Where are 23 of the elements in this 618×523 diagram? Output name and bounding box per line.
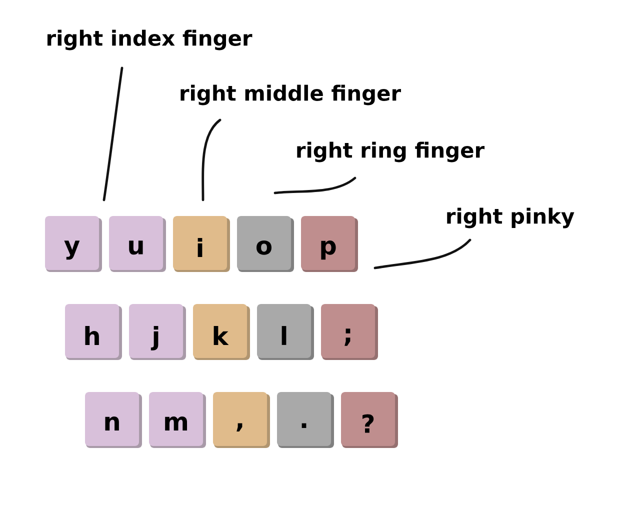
finger-label: right pinky xyxy=(447,208,574,228)
key: i xyxy=(173,216,230,272)
key: . xyxy=(277,392,334,448)
key: n xyxy=(85,392,142,448)
key: ; xyxy=(321,304,378,360)
key: k xyxy=(193,304,250,360)
leader-line xyxy=(102,66,124,202)
key: u xyxy=(109,216,166,272)
key: h xyxy=(65,304,122,360)
leader-line xyxy=(202,118,222,202)
key: m xyxy=(149,392,206,448)
key: o xyxy=(237,216,294,272)
key: ? xyxy=(341,392,398,448)
key: p xyxy=(301,216,358,272)
key: y xyxy=(45,216,102,272)
key: j xyxy=(129,304,186,360)
key: , xyxy=(213,392,270,448)
finger-label: right middle finger xyxy=(180,84,401,106)
leader-line xyxy=(274,176,356,194)
leader-line xyxy=(374,238,472,270)
key: l xyxy=(257,304,314,360)
finger-label: right ring finger xyxy=(297,142,485,162)
finger-label: right index finger xyxy=(47,30,252,50)
